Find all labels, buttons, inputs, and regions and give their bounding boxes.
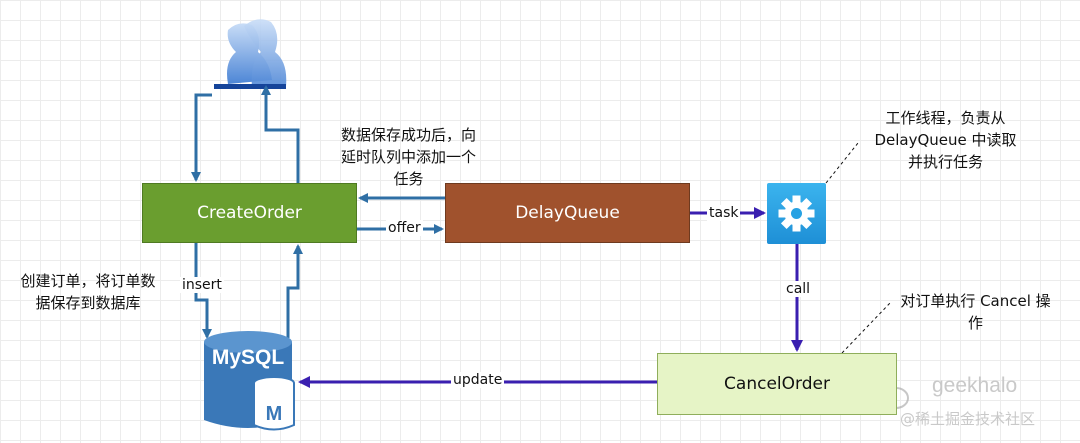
edge-label-offer: offer bbox=[386, 220, 423, 236]
edge-label-update: update bbox=[451, 372, 505, 388]
delay-queue-node: DelayQueue bbox=[445, 183, 690, 243]
create-order-node: CreateOrder bbox=[142, 183, 357, 243]
edge-label-call: call bbox=[784, 281, 813, 297]
note-save-then-enqueue: 数据保存成功后，向 延时队列中添加一个 任务 bbox=[340, 126, 476, 188]
gear-icon bbox=[778, 195, 815, 232]
mysql-badge: M bbox=[266, 403, 283, 425]
edge-label-task: task bbox=[707, 205, 741, 221]
edge-create-to-mysql-insert bbox=[194, 243, 212, 339]
cancel-order-node: CancelOrder bbox=[657, 353, 897, 415]
note-cancel-operation: 对订单执行 Cancel 操 作 bbox=[900, 292, 1051, 332]
note-connector-worker bbox=[825, 142, 859, 184]
note-create-and-save: 创建订单，将订单数 据保存到数据库 bbox=[20, 272, 156, 312]
mysql-database-icon bbox=[204, 331, 295, 431]
note-worker-thread: 工作线程，负责从 DelayQueue 中读取 并执行任务 bbox=[874, 109, 1017, 171]
watermark-site: @稀土掘金技术社区 bbox=[900, 410, 1036, 428]
edge-users-to-create bbox=[191, 93, 212, 182]
worker-thread-node bbox=[767, 183, 826, 244]
edge-create-to-users bbox=[261, 85, 300, 183]
edge-label-insert: insert bbox=[180, 277, 224, 293]
mysql-label: MySQL bbox=[212, 346, 285, 369]
users-icon bbox=[214, 19, 287, 89]
watermark-brand: geekhalo bbox=[932, 374, 1018, 397]
edge-mysql-to-create bbox=[286, 244, 303, 338]
